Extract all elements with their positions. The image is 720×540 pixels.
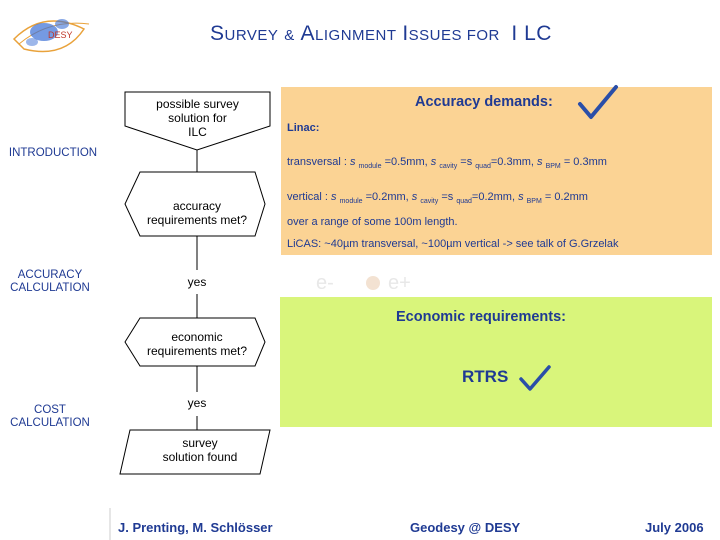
- linac-label: Linac:: [287, 122, 320, 134]
- checkmark-icon: [519, 365, 551, 391]
- vertical-line: vertical : s module =0.2mm, s cavity =s …: [287, 191, 588, 205]
- licas-text: LiCAS: ~40µm transversal, ~100µm vertica…: [287, 238, 619, 250]
- footer-authors: J. Prenting, M. Schlösser: [118, 520, 273, 535]
- logo-text: DESY: [48, 30, 73, 40]
- range-text: over a range of some 100m length.: [287, 216, 458, 228]
- footer-center: Geodesy @ DESY: [410, 520, 521, 535]
- economic-panel: [280, 297, 712, 427]
- accuracy-title: Accuracy demands:: [415, 94, 553, 110]
- end-node: survey solution found: [162, 436, 238, 464]
- background-particle: [366, 276, 380, 290]
- background-e-plus: e+: [388, 272, 411, 294]
- transversal-line: transversal : s module =0.5mm, s cavity …: [287, 156, 607, 170]
- footer-date: July 2006: [645, 520, 704, 535]
- economic-title: Economic requirements:: [396, 309, 567, 325]
- yes-label-1: yes: [180, 275, 214, 289]
- decision-1-shape: [124, 171, 266, 237]
- accuracy-panel: [281, 87, 712, 255]
- start-shape: [124, 91, 271, 151]
- background-e-minus: e-: [316, 272, 334, 294]
- page-title: SURVEY & ALIGNMENT ISSUES FOR I LC: [210, 22, 552, 45]
- sidebar-accuracy-calculation: ACCURACY CALCULATION: [10, 269, 90, 294]
- yes-label-2: yes: [180, 396, 214, 410]
- decision-2-shape: [124, 317, 266, 367]
- end-shape: [119, 429, 271, 475]
- rtrs-label: RTRS: [462, 367, 509, 386]
- sidebar-cost-calculation: COST CALCULATION: [10, 404, 90, 429]
- decision-economic: economic requirements met?: [146, 330, 248, 358]
- start-node: possible survey solution for ILC: [156, 97, 239, 139]
- decision-accuracy: accuracy requirements met?: [146, 199, 248, 227]
- sidebar-introduction: INTRODUCTION: [8, 147, 98, 159]
- checkmark-icon: [578, 85, 618, 119]
- desy-logo: DESY: [4, 4, 104, 64]
